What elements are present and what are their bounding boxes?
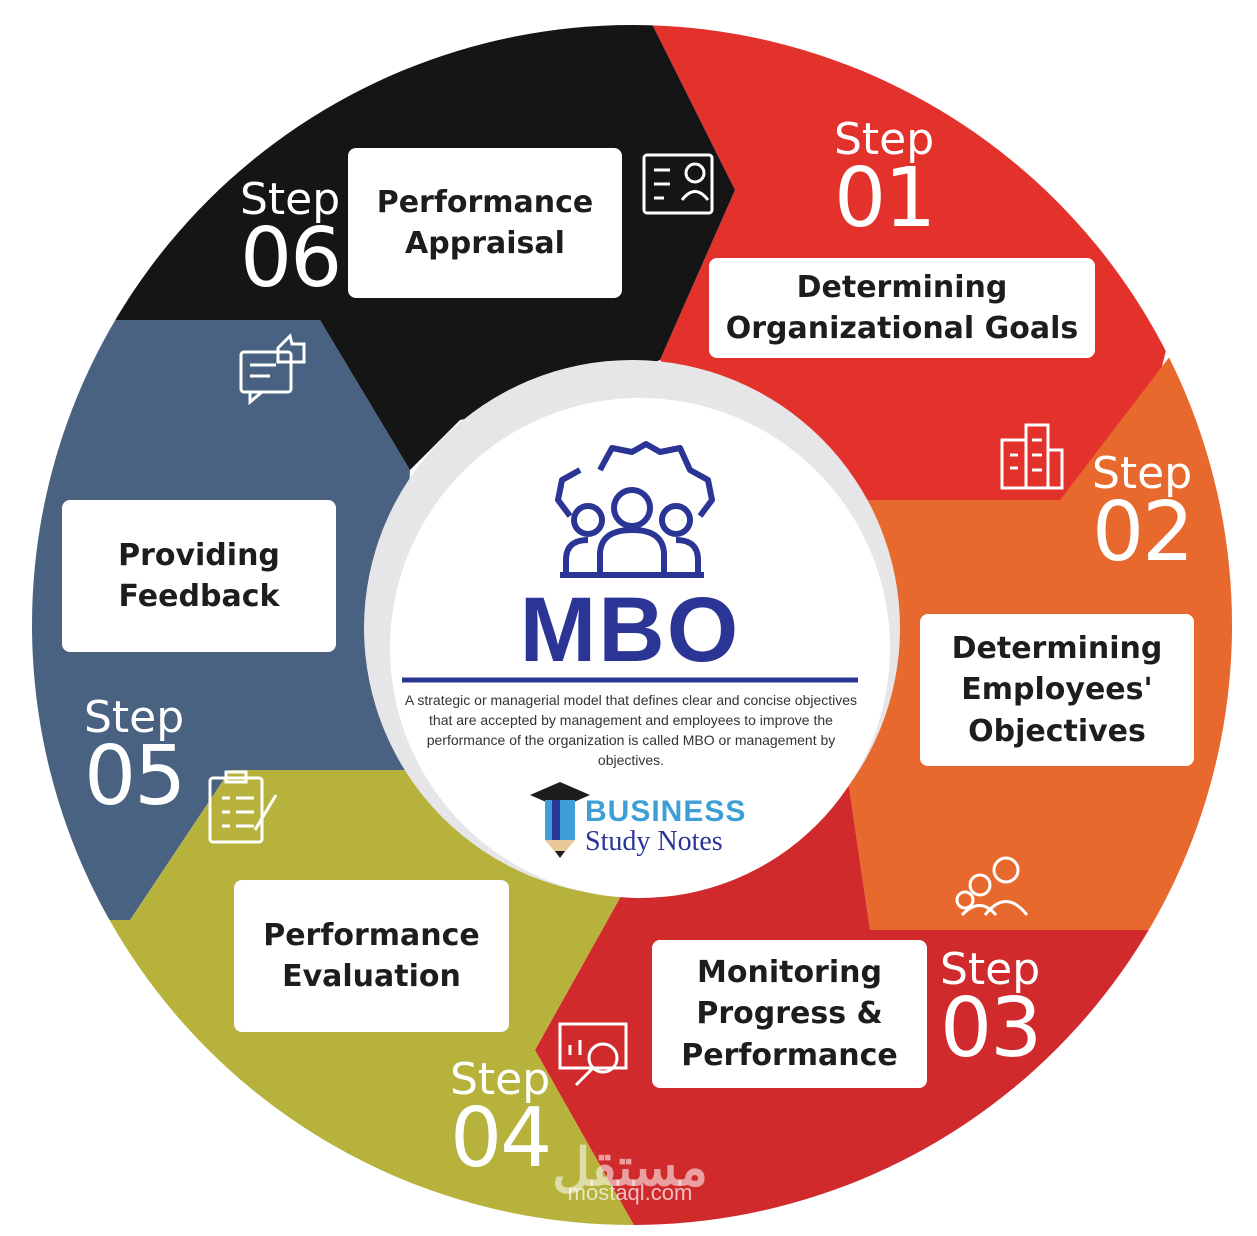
step-number: 06 <box>240 211 342 306</box>
watermark-arabic: مستقل <box>552 1139 708 1197</box>
step-word: Step <box>84 692 185 743</box>
step-02-label: Determining Employees' Objectives <box>920 614 1194 766</box>
step-04-marker: Step 04 <box>450 1054 552 1186</box>
step-number: 02 <box>1092 485 1194 580</box>
center-circle <box>390 398 890 898</box>
step-word: Step <box>240 174 341 225</box>
chart-magnifier-icon <box>558 1022 628 1087</box>
step-number: 04 <box>450 1091 552 1186</box>
mbo-title: MBO <box>519 579 741 681</box>
people-icon <box>955 856 1029 917</box>
step-number: 05 <box>84 729 186 824</box>
step-word: Step <box>940 944 1041 995</box>
mbo-description: A strategic or managerial model that def… <box>404 692 858 768</box>
step-04-label: Performance Evaluation <box>234 880 509 1032</box>
step-03-marker: Step 03 <box>940 944 1042 1076</box>
appraisal-board-icon <box>642 153 714 215</box>
step-number: 03 <box>940 981 1042 1076</box>
step-02-marker: Step 02 <box>1092 448 1194 580</box>
step-03-label: Monitoring Progress & Performance <box>652 940 927 1088</box>
step-01-marker: Step 01 <box>834 114 936 246</box>
step-06-label: Performance Appraisal <box>348 148 622 298</box>
step-01-label: Determining Organizational Goals <box>709 258 1095 358</box>
thumbs-up-feedback-icon <box>239 333 306 406</box>
building-icon <box>1000 423 1064 490</box>
gear-team-icon <box>555 441 715 578</box>
graduation-pencil-icon <box>530 782 590 858</box>
step-number: 01 <box>834 151 936 246</box>
step-05-marker: Step 05 <box>84 692 186 824</box>
step-05-label: Providing Feedback <box>62 500 336 652</box>
step-06-marker: Step 06 <box>240 174 342 306</box>
brand-name: BUSINESS <box>585 795 747 828</box>
step-word: Step <box>834 114 935 165</box>
checklist-icon <box>208 770 278 844</box>
step-word: Step <box>1092 448 1193 499</box>
step-word: Step <box>450 1054 551 1105</box>
brand-tagline: Study Notes <box>585 826 723 857</box>
watermark-url: mostaql.com <box>567 1180 693 1205</box>
